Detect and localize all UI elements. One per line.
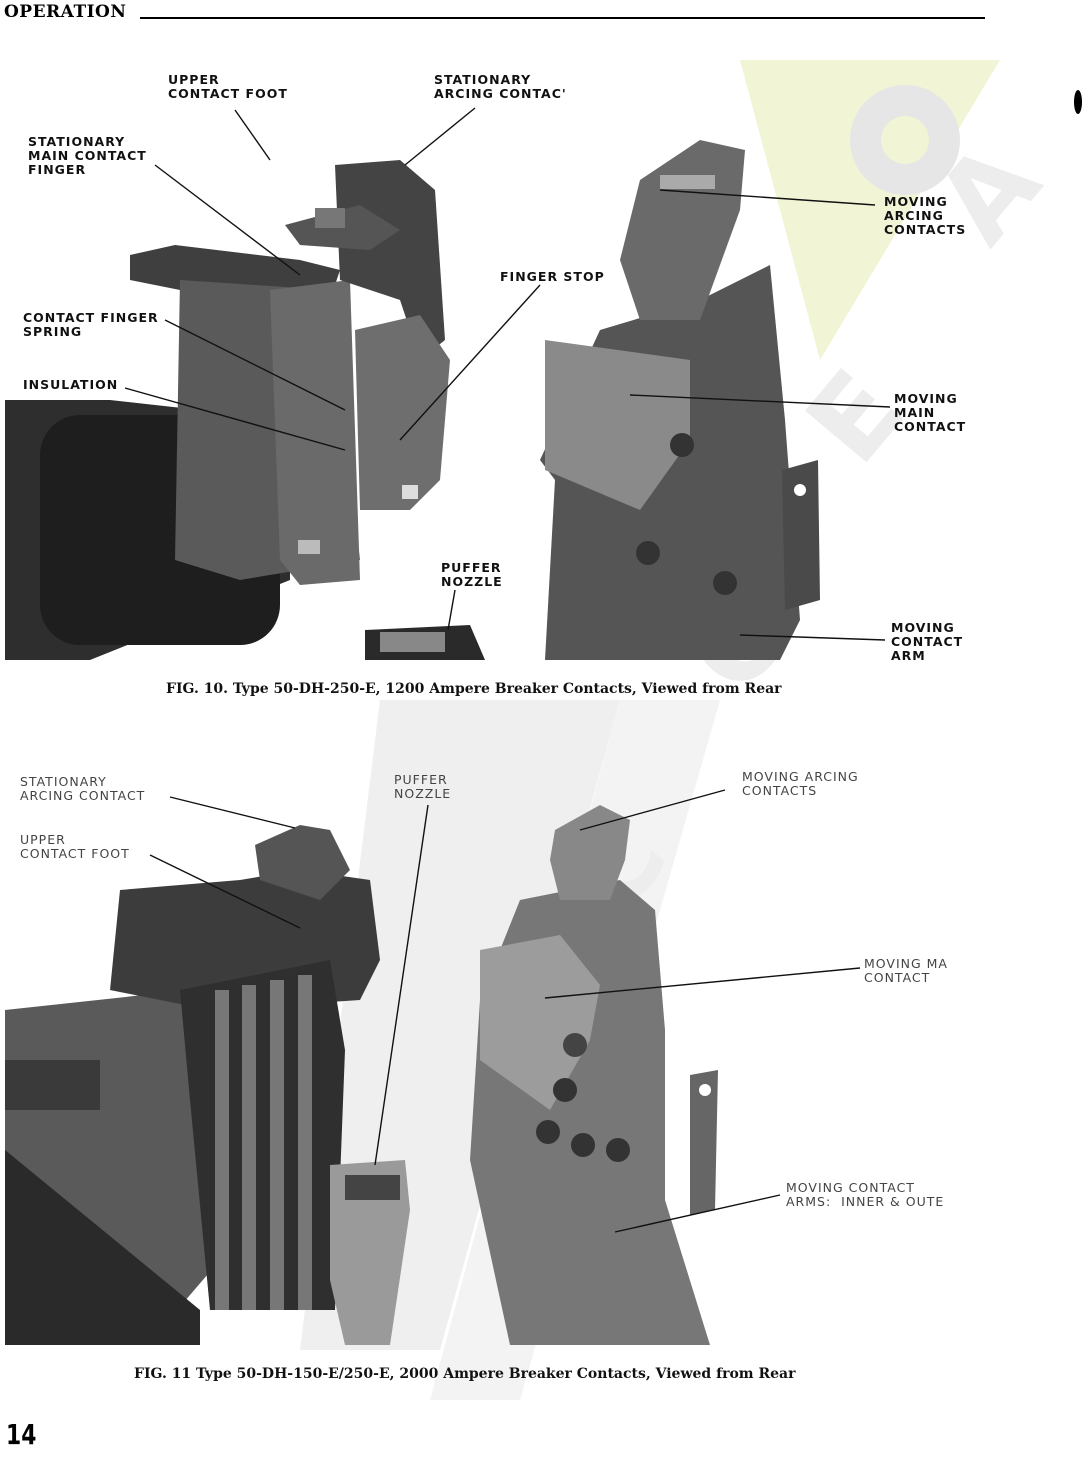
- label-puffer-nozzle: PUFFER NOZZLE: [394, 772, 452, 801]
- edge-mark: [1074, 90, 1082, 114]
- label-moving-contact-arm: MOVING CONTACT ARM: [891, 620, 964, 663]
- fig11-stationary-assembly: [5, 825, 410, 1345]
- label-upper-contact-foot: UPPER CONTACT FOOT: [20, 832, 130, 861]
- label-insulation: INSULATION: [23, 377, 119, 392]
- fig10-stationary-assembly: [5, 160, 450, 660]
- section-title: OPERATION: [4, 2, 127, 22]
- fig10-moving-assembly: [365, 140, 820, 660]
- label-stationary-arcing-contact: STATIONARY ARCING CONTAC': [434, 72, 567, 101]
- figure11-caption: FIG. 11 Type 50-DH-150-E/250-E, 2000 Amp…: [134, 1366, 796, 1382]
- label-moving-main-contact: MOVING MA CONTACT: [864, 956, 948, 985]
- label-moving-main-contact: MOVING MAIN CONTACT: [894, 391, 967, 434]
- label-stationary-main-contact-finger: STATIONARY MAIN CONTACT FINGER: [28, 134, 147, 177]
- label-moving-contact-arms: MOVING CONTACT ARMS: INNER & OUTE: [786, 1180, 945, 1209]
- label-stationary-arcing-contact: STATIONARY ARCING CONTACT: [20, 774, 146, 803]
- label-finger-stop: FINGER STOP: [500, 269, 605, 284]
- label-contact-finger-spring: CONTACT FINGER SPRING: [23, 310, 159, 339]
- label-upper-contact-foot: UPPER CONTACT FOOT: [168, 72, 288, 101]
- label-moving-arcing-contacts: MOVING ARCING CONTACTS: [884, 194, 967, 237]
- fig11-moving-assembly: [470, 805, 718, 1345]
- fig10-leader-lines: [124, 107, 891, 641]
- page-number: 14: [6, 1418, 37, 1451]
- label-moving-arcing-contacts: MOVING ARCING CONTACTS: [742, 769, 859, 798]
- header-rule: [140, 17, 985, 19]
- figure10-caption: FIG. 10. Type 50-DH-250-E, 1200 Ampere B…: [166, 681, 782, 697]
- fig11-leader-lines: [149, 789, 861, 1233]
- label-puffer-nozzle: PUFFER NOZZLE: [441, 560, 503, 589]
